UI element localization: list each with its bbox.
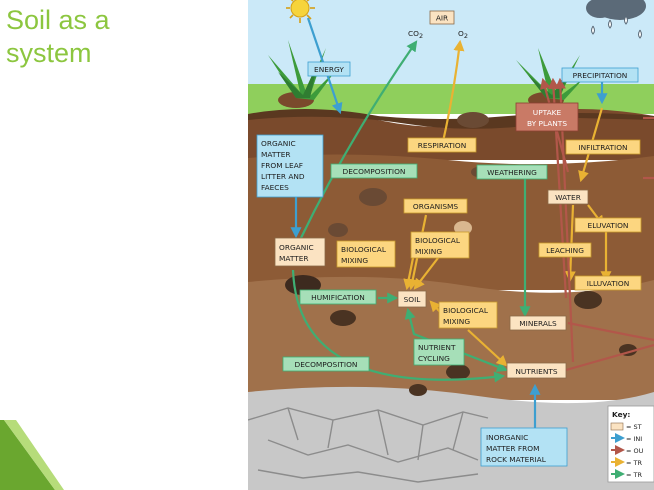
svg-text:PRECIPITATION: PRECIPITATION bbox=[573, 71, 628, 80]
respiration-box: RESPIRATION bbox=[407, 137, 477, 153]
svg-text:BIOLOGICAL: BIOLOGICAL bbox=[341, 245, 387, 254]
svg-text:ENERGY: ENERGY bbox=[314, 65, 344, 74]
svg-text:FROM LEAF: FROM LEAF bbox=[261, 161, 303, 170]
illuvation-box: ILLUVATION bbox=[574, 275, 642, 291]
slide-title: Soil as a system bbox=[6, 5, 110, 68]
nutrients-store-box: NUTRIENTS bbox=[506, 362, 567, 379]
decomposition-bottom-box: DECOMPOSITION bbox=[282, 356, 370, 372]
organic-leaf-input-box: ORGANIC MATTER FROM LEAF LITTER AND FAEC… bbox=[256, 134, 324, 198]
water-store-box: WATER bbox=[547, 189, 589, 205]
infiltration-box: INFILTRATION bbox=[565, 139, 641, 155]
biomix-upper-box: BIOLOGICAL MIXING bbox=[410, 231, 470, 259]
svg-text:RESPIRATION: RESPIRATION bbox=[418, 141, 467, 150]
minerals-store-box: MINERALS bbox=[509, 315, 567, 331]
svg-text:WEATHERING: WEATHERING bbox=[487, 168, 537, 177]
organisms-box: ORGANISMS bbox=[403, 198, 468, 214]
precipitation-box: PRECIPITATION bbox=[561, 67, 639, 83]
svg-text:ELUVATION: ELUVATION bbox=[588, 221, 629, 230]
diagram-key: Key: = ST = INI = OU = TR = TR bbox=[607, 405, 654, 483]
svg-text:= INI: = INI bbox=[626, 435, 642, 443]
svg-text:BY PLANTS: BY PLANTS bbox=[527, 119, 567, 128]
o2-label: O2 bbox=[458, 29, 468, 40]
soil-nutrients-arrow bbox=[467, 329, 508, 367]
svg-text:= OU: = OU bbox=[626, 447, 644, 455]
accent-triangle-light bbox=[4, 420, 64, 490]
sun-icon bbox=[286, 0, 315, 23]
decomposition-top-arrow bbox=[299, 40, 418, 241]
slide-accent-shapes bbox=[0, 420, 64, 490]
eluvation-box: ELUVATION bbox=[574, 217, 642, 233]
svg-text:MIXING: MIXING bbox=[415, 247, 442, 256]
svg-text:Key:: Key: bbox=[612, 410, 630, 419]
soil-system-diagram: AIR CO2 O2 ENERGY PRECIPITATION ORGANIC … bbox=[248, 0, 654, 490]
nutrients-output-arrow bbox=[565, 343, 654, 372]
bedrock-layer bbox=[248, 386, 654, 490]
svg-text:ROCK MATERIAL: ROCK MATERIAL bbox=[486, 455, 547, 464]
biomix-upper-arrow bbox=[413, 257, 439, 290]
svg-text:BIOLOGICAL: BIOLOGICAL bbox=[443, 306, 489, 315]
svg-text:INFILTRATION: INFILTRATION bbox=[578, 143, 627, 152]
co2-label: CO2 bbox=[408, 29, 423, 40]
svg-text:CYCLING: CYCLING bbox=[418, 354, 450, 363]
leaching-arrow bbox=[564, 204, 576, 283]
svg-text:SOIL: SOIL bbox=[404, 295, 422, 304]
svg-text:= ST: = ST bbox=[626, 423, 642, 431]
svg-text:ORGANIC: ORGANIC bbox=[279, 243, 314, 252]
svg-text:ORGANISMS: ORGANISMS bbox=[413, 202, 459, 211]
weathering-box: WEATHERING bbox=[476, 164, 548, 180]
minerals-output-arrow bbox=[567, 321, 654, 342]
svg-text:MATTER FROM: MATTER FROM bbox=[486, 444, 540, 453]
svg-text:LITTER AND: LITTER AND bbox=[261, 172, 305, 181]
svg-text:= TR: = TR bbox=[626, 459, 642, 467]
svg-text:DECOMPOSITION: DECOMPOSITION bbox=[343, 167, 406, 176]
biomix-right-box: BIOLOGICAL MIXING bbox=[438, 301, 498, 329]
humification-box: HUMIFICATION bbox=[299, 289, 377, 305]
accent-triangle-dark bbox=[0, 420, 55, 490]
svg-text:HUMIFICATION: HUMIFICATION bbox=[311, 293, 365, 302]
svg-text:NUTRIENTS: NUTRIENTS bbox=[515, 367, 557, 376]
svg-text:BIOLOGICAL: BIOLOGICAL bbox=[415, 236, 461, 245]
svg-text:WATER: WATER bbox=[555, 193, 581, 202]
svg-text:MATTER: MATTER bbox=[261, 150, 291, 159]
plant-left-icon bbox=[268, 40, 336, 108]
svg-text:MINERALS: MINERALS bbox=[519, 319, 557, 328]
biomix-left-box: BIOLOGICAL MIXING bbox=[336, 240, 396, 268]
nutrient-cycling-box: NUTRIENT CYCLING bbox=[413, 338, 465, 366]
svg-text:ILLUVATION: ILLUVATION bbox=[587, 279, 630, 288]
svg-text:MIXING: MIXING bbox=[443, 317, 470, 326]
svg-text:INORGANIC: INORGANIC bbox=[486, 433, 528, 442]
svg-text:AIR: AIR bbox=[436, 14, 448, 23]
svg-text:ORGANIC: ORGANIC bbox=[261, 139, 296, 148]
svg-text:FAECES: FAECES bbox=[261, 183, 289, 192]
uptake-by-plants-box: UPTAKE BY PLANTS bbox=[515, 102, 579, 132]
svg-text:DECOMPOSITION: DECOMPOSITION bbox=[295, 360, 358, 369]
flow-arrows bbox=[290, 17, 654, 428]
svg-text:UPTAKE: UPTAKE bbox=[533, 108, 562, 117]
soil-store-box: SOIL bbox=[397, 290, 427, 308]
svg-text:NUTRIENT: NUTRIENT bbox=[418, 343, 456, 352]
bedrock-cracks bbox=[248, 407, 489, 483]
energy-box: ENERGY bbox=[307, 61, 351, 77]
svg-text:LEACHING: LEACHING bbox=[546, 246, 584, 255]
svg-text:MIXING: MIXING bbox=[341, 256, 368, 265]
svg-text:= TR: = TR bbox=[626, 471, 642, 479]
svg-text:MATTER: MATTER bbox=[279, 254, 309, 263]
air-label: AIR bbox=[429, 10, 455, 25]
organic-matter-store-box: ORGANIC MATTER bbox=[274, 237, 326, 267]
rain-cloud bbox=[586, 0, 646, 39]
inorganic-input-box: INORGANIC MATTER FROM ROCK MATERIAL bbox=[480, 427, 568, 467]
key-store-swatch bbox=[610, 422, 624, 431]
leaching-box: LEACHING bbox=[538, 242, 592, 258]
nutrient-cycling-arrow bbox=[404, 307, 509, 372]
decomposition-top-box: DECOMPOSITION bbox=[330, 163, 418, 179]
